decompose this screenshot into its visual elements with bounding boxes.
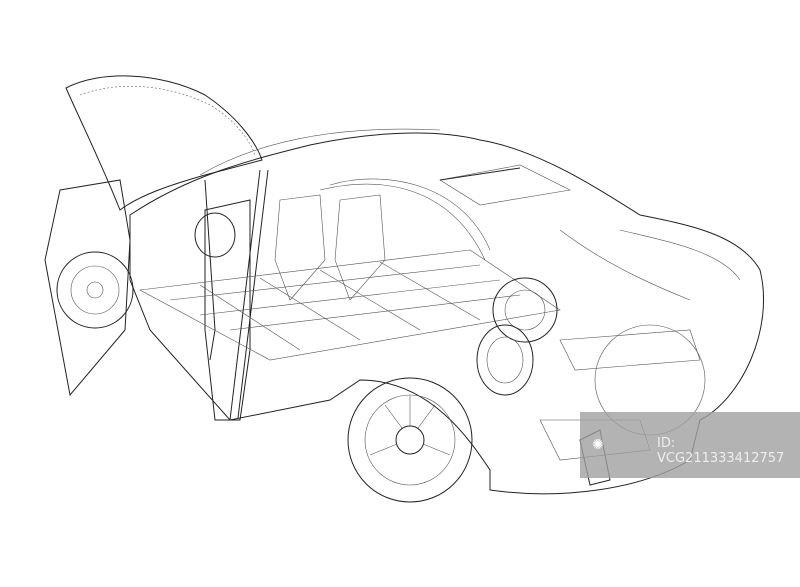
electric-motor <box>492 277 558 343</box>
car-body-outline <box>129 132 764 495</box>
watermark-logo: ✺ <box>592 437 604 453</box>
rear-seat <box>334 194 386 301</box>
front-seat <box>274 194 326 301</box>
open-hood <box>65 75 263 211</box>
rear-wheel <box>347 377 473 503</box>
floor-pan <box>139 249 561 361</box>
open-front-door <box>44 179 131 397</box>
open-rear-door <box>204 199 251 421</box>
watermark: ✺ ID: VCG211333412757 <box>580 412 800 478</box>
front-wheel <box>56 251 134 329</box>
steering-wheel <box>194 212 236 258</box>
watermark-id: ID: VCG211333412757 <box>657 436 785 466</box>
